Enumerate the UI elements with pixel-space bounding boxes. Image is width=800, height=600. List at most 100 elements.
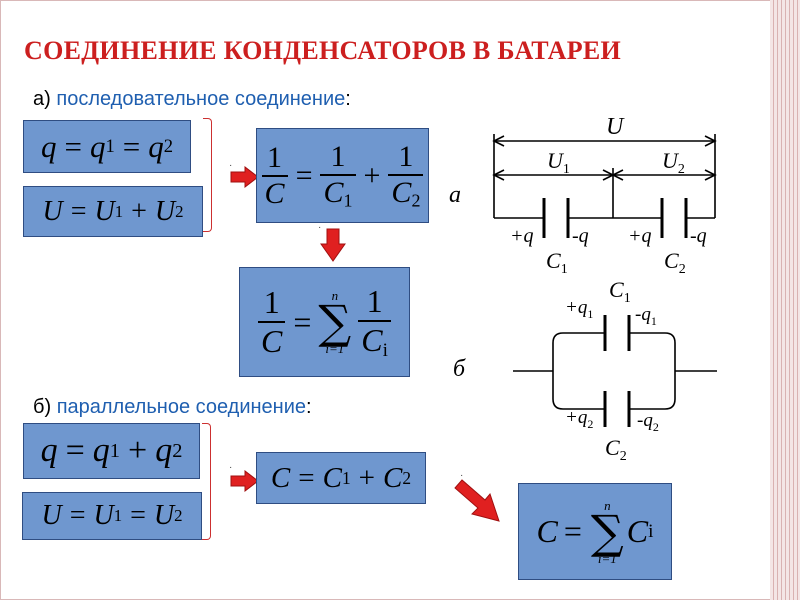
formula-subscript: 2 <box>175 201 184 221</box>
decorative-side-strip <box>770 0 800 600</box>
dot-mark: · <box>318 222 323 233</box>
formula-operator: = <box>65 432 85 469</box>
fraction: 1 C <box>261 140 288 211</box>
c1-label: C1 <box>546 248 568 277</box>
svg-text:б: б <box>453 356 466 382</box>
series-capacitance-formula: 1 C = 1 C1 + 1 C2 <box>256 128 429 223</box>
slide-title: СОЕДИНЕНИЕ КОНДЕНСАТОРОВ В БАТАРЕИ <box>24 36 622 65</box>
q1-plus-label: +q1 <box>565 297 593 321</box>
formula-subscript: 2 <box>411 190 421 211</box>
fraction-denominator: C1 <box>320 173 356 212</box>
formula-operator: + <box>363 158 381 192</box>
formula-operator: = <box>563 513 582 549</box>
c2-label: C2 <box>664 248 686 277</box>
parallel-circuit-diagram: C1 +q1 -q1 +q2 -q2 C2 <box>513 277 717 464</box>
fraction: 1 Ci <box>358 283 391 362</box>
formula-symbol: C <box>626 513 649 549</box>
parallel-heading-colon: : <box>306 396 312 418</box>
formula-symbol: U <box>154 195 176 227</box>
q1-minus-label: -q1 <box>635 304 657 328</box>
series-sum-formula: 1 C = n ∑ i=1 1 Ci <box>239 267 410 377</box>
formula-symbol: C <box>264 176 285 210</box>
formula-operator: + <box>131 195 147 227</box>
dot-mark: · <box>229 462 234 473</box>
formula-symbol: U <box>42 195 63 227</box>
formula-operator: = <box>70 195 87 227</box>
c2-minus-charge-label: -q <box>690 225 707 247</box>
formula-subscript: i <box>648 520 654 542</box>
parallel-right-arrow-icon <box>230 470 259 492</box>
formula-subscript: 2 <box>163 135 174 157</box>
formula-operator: = <box>293 303 312 340</box>
formula-operator: = <box>69 500 86 531</box>
fraction-numerator: 1 <box>330 139 346 173</box>
parallel-heading: б) параллельное соединение: <box>33 396 312 419</box>
series-marker: а) <box>33 88 51 110</box>
series-heading-text: последовательное соединение <box>56 88 346 110</box>
fraction-denominator: C <box>261 174 288 211</box>
formula-subscript: 2 <box>402 467 412 488</box>
fraction-numerator: 1 <box>267 140 283 174</box>
formula-subscript: 1 <box>105 135 115 157</box>
c2-label: C2 <box>605 435 627 464</box>
formula-symbol: q <box>155 432 173 469</box>
formula-symbol: C <box>536 513 558 549</box>
formula-subscript: 1 <box>114 201 124 221</box>
formula-operator: = <box>298 461 315 494</box>
formula-operator: = <box>64 128 82 164</box>
formula-symbol: U <box>93 500 114 531</box>
sigma-icon: ∑ <box>590 504 624 559</box>
formula-symbol: U <box>94 195 115 227</box>
fraction-numerator: 1 <box>366 282 383 319</box>
formula-operator: + <box>358 461 376 494</box>
formula-operator: = <box>295 158 313 192</box>
u2-label: U2 <box>662 148 685 177</box>
formula-symbol: q <box>40 432 58 469</box>
c2-plus-charge-label: +q <box>628 225 652 247</box>
dot-mark: · <box>229 160 234 171</box>
formula-symbol: q <box>148 128 164 164</box>
u1-label: U1 <box>547 148 570 177</box>
dot-mark: · <box>460 470 465 481</box>
fraction: 1 C2 <box>388 140 424 212</box>
fraction-denominator: Ci <box>358 319 391 362</box>
formula-symbol: C <box>323 175 344 209</box>
summation: n ∑ i=1 <box>591 499 624 565</box>
series-heading-colon: : <box>345 88 351 110</box>
q2-minus-label: -q2 <box>637 410 659 434</box>
sum-lower-limit: i=1 <box>597 550 617 566</box>
fraction-denominator: C2 <box>388 173 424 212</box>
series-right-arrow-icon <box>230 166 259 188</box>
series-diagram-label: a <box>449 182 461 208</box>
formula-operator: + <box>128 432 148 469</box>
parallel-diagram-label: б <box>453 356 466 382</box>
formula-symbol: C <box>322 461 342 494</box>
formula-subscript: 1 <box>343 190 353 211</box>
formula-subscript: 1 <box>341 467 351 488</box>
parallel-heading-text: параллельное соединение <box>56 396 307 418</box>
formula-subscript: 1 <box>113 506 123 525</box>
summation: n ∑ i=1 <box>318 289 351 355</box>
fraction-denominator: C <box>258 321 286 360</box>
fraction: 1 C1 <box>320 139 356 212</box>
fraction-numerator: 1 <box>263 284 280 320</box>
parallel-brace <box>202 423 211 540</box>
formula-symbol: q <box>40 128 57 164</box>
svg-text:a: a <box>449 182 461 208</box>
sum-upper-limit: n <box>604 497 611 513</box>
formula-symbol: C <box>270 461 291 494</box>
series-brace <box>203 118 212 232</box>
q2-plus-label: +q2 <box>565 407 593 431</box>
formula-symbol: C <box>391 175 412 209</box>
formula-symbol: U <box>153 500 175 531</box>
sum-upper-limit: n <box>331 288 339 303</box>
parallel-diagonal-arrow-icon <box>454 479 500 522</box>
formula-symbol: q <box>92 432 110 469</box>
formula-operator: = <box>122 128 141 164</box>
sigma-icon: ∑ <box>318 295 352 349</box>
series-circuit-diagram: U U1 U2 +q -q +q -q C1 C2 <box>492 114 717 277</box>
formula-subscript: 1 <box>109 439 120 462</box>
